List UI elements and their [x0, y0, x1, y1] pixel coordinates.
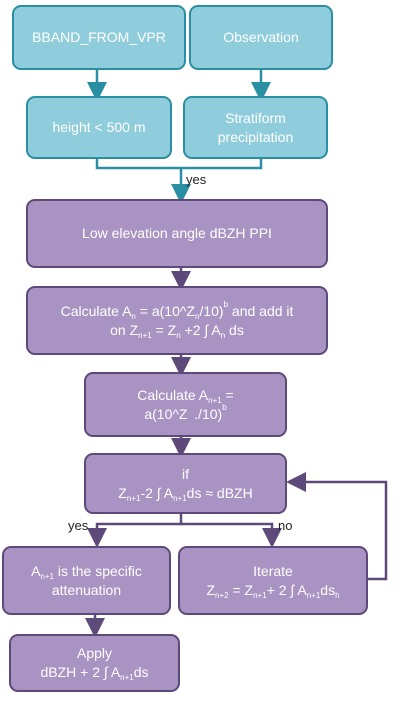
node-apply-line2: dBZH + 2 ∫ An+1ds [40, 664, 149, 682]
merge-connector [95, 159, 263, 170]
node-calculate-an: Calculate An = a(10^Zn/10)b and add it o… [26, 286, 328, 355]
node-calc2-line2: a(10^Z ./10)b [144, 402, 227, 422]
node-calc2-line1: Calculate An+1 = [137, 386, 234, 405]
node-if-line1: if [182, 465, 189, 482]
node-if-condition: if Zn+1-2 ∫ An+1ds ≈ dBZH [84, 453, 287, 514]
node-stratiform-line2: precipitation [217, 128, 294, 145]
node-observation-label: Observation [223, 29, 299, 46]
connector-if-split [87, 514, 183, 548]
node-iterate: Iterate Zn+2 = Zn+1+ 2 ∫ An+1dsh [178, 546, 368, 615]
node-bband-from-vpr: BBAND_FROM_VPR [12, 5, 186, 70]
node-stratiform-line1: Stratiform [225, 109, 286, 126]
node-low-elev-label: Low elevation angle dBZH PPI [82, 225, 272, 242]
node-low-elevation-ppi: Low elevation angle dBZH PPI [26, 199, 328, 268]
node-calc1-line1: Calculate An = a(10^Zn/10)b and add it [60, 299, 294, 321]
edge-label-yes-top: yes [186, 172, 207, 187]
node-apply-line1: Apply [76, 645, 113, 662]
edge-label-no-right: no [278, 518, 293, 533]
node-specific-line1: An+1 is the specific [31, 562, 142, 581]
loop-iterate-to-if [286, 472, 388, 581]
node-bband-label: BBAND_FROM_VPR [32, 29, 166, 46]
edge-label-yes-left: yes [68, 518, 89, 533]
node-iterate-line2: Zn+2 = Zn+1+ 2 ∫ An+1dsh [206, 581, 340, 600]
node-observation: Observation [189, 5, 333, 70]
node-height: height < 500 m [26, 96, 172, 159]
node-specific-line2: attenuation [51, 581, 122, 598]
node-iterate-line1: Iterate [253, 562, 293, 579]
node-if-line2: Zn+1-2 ∫ An+1ds ≈ dBZH [118, 484, 253, 503]
node-calculate-an1: Calculate An+1 = a(10^Z ./10)b [84, 372, 287, 437]
node-calc1-line2: on Zn+1 = Zn +2 ∫ An ds [110, 321, 244, 340]
node-stratiform: Stratiform precipitation [183, 96, 328, 159]
connector-if-to-iterate [181, 522, 282, 548]
node-apply: Apply dBZH + 2 ∫ An+1ds [9, 634, 180, 692]
node-specific-attenuation: An+1 is the specific attenuation [2, 546, 171, 615]
node-height-label: height < 500 m [52, 119, 146, 136]
